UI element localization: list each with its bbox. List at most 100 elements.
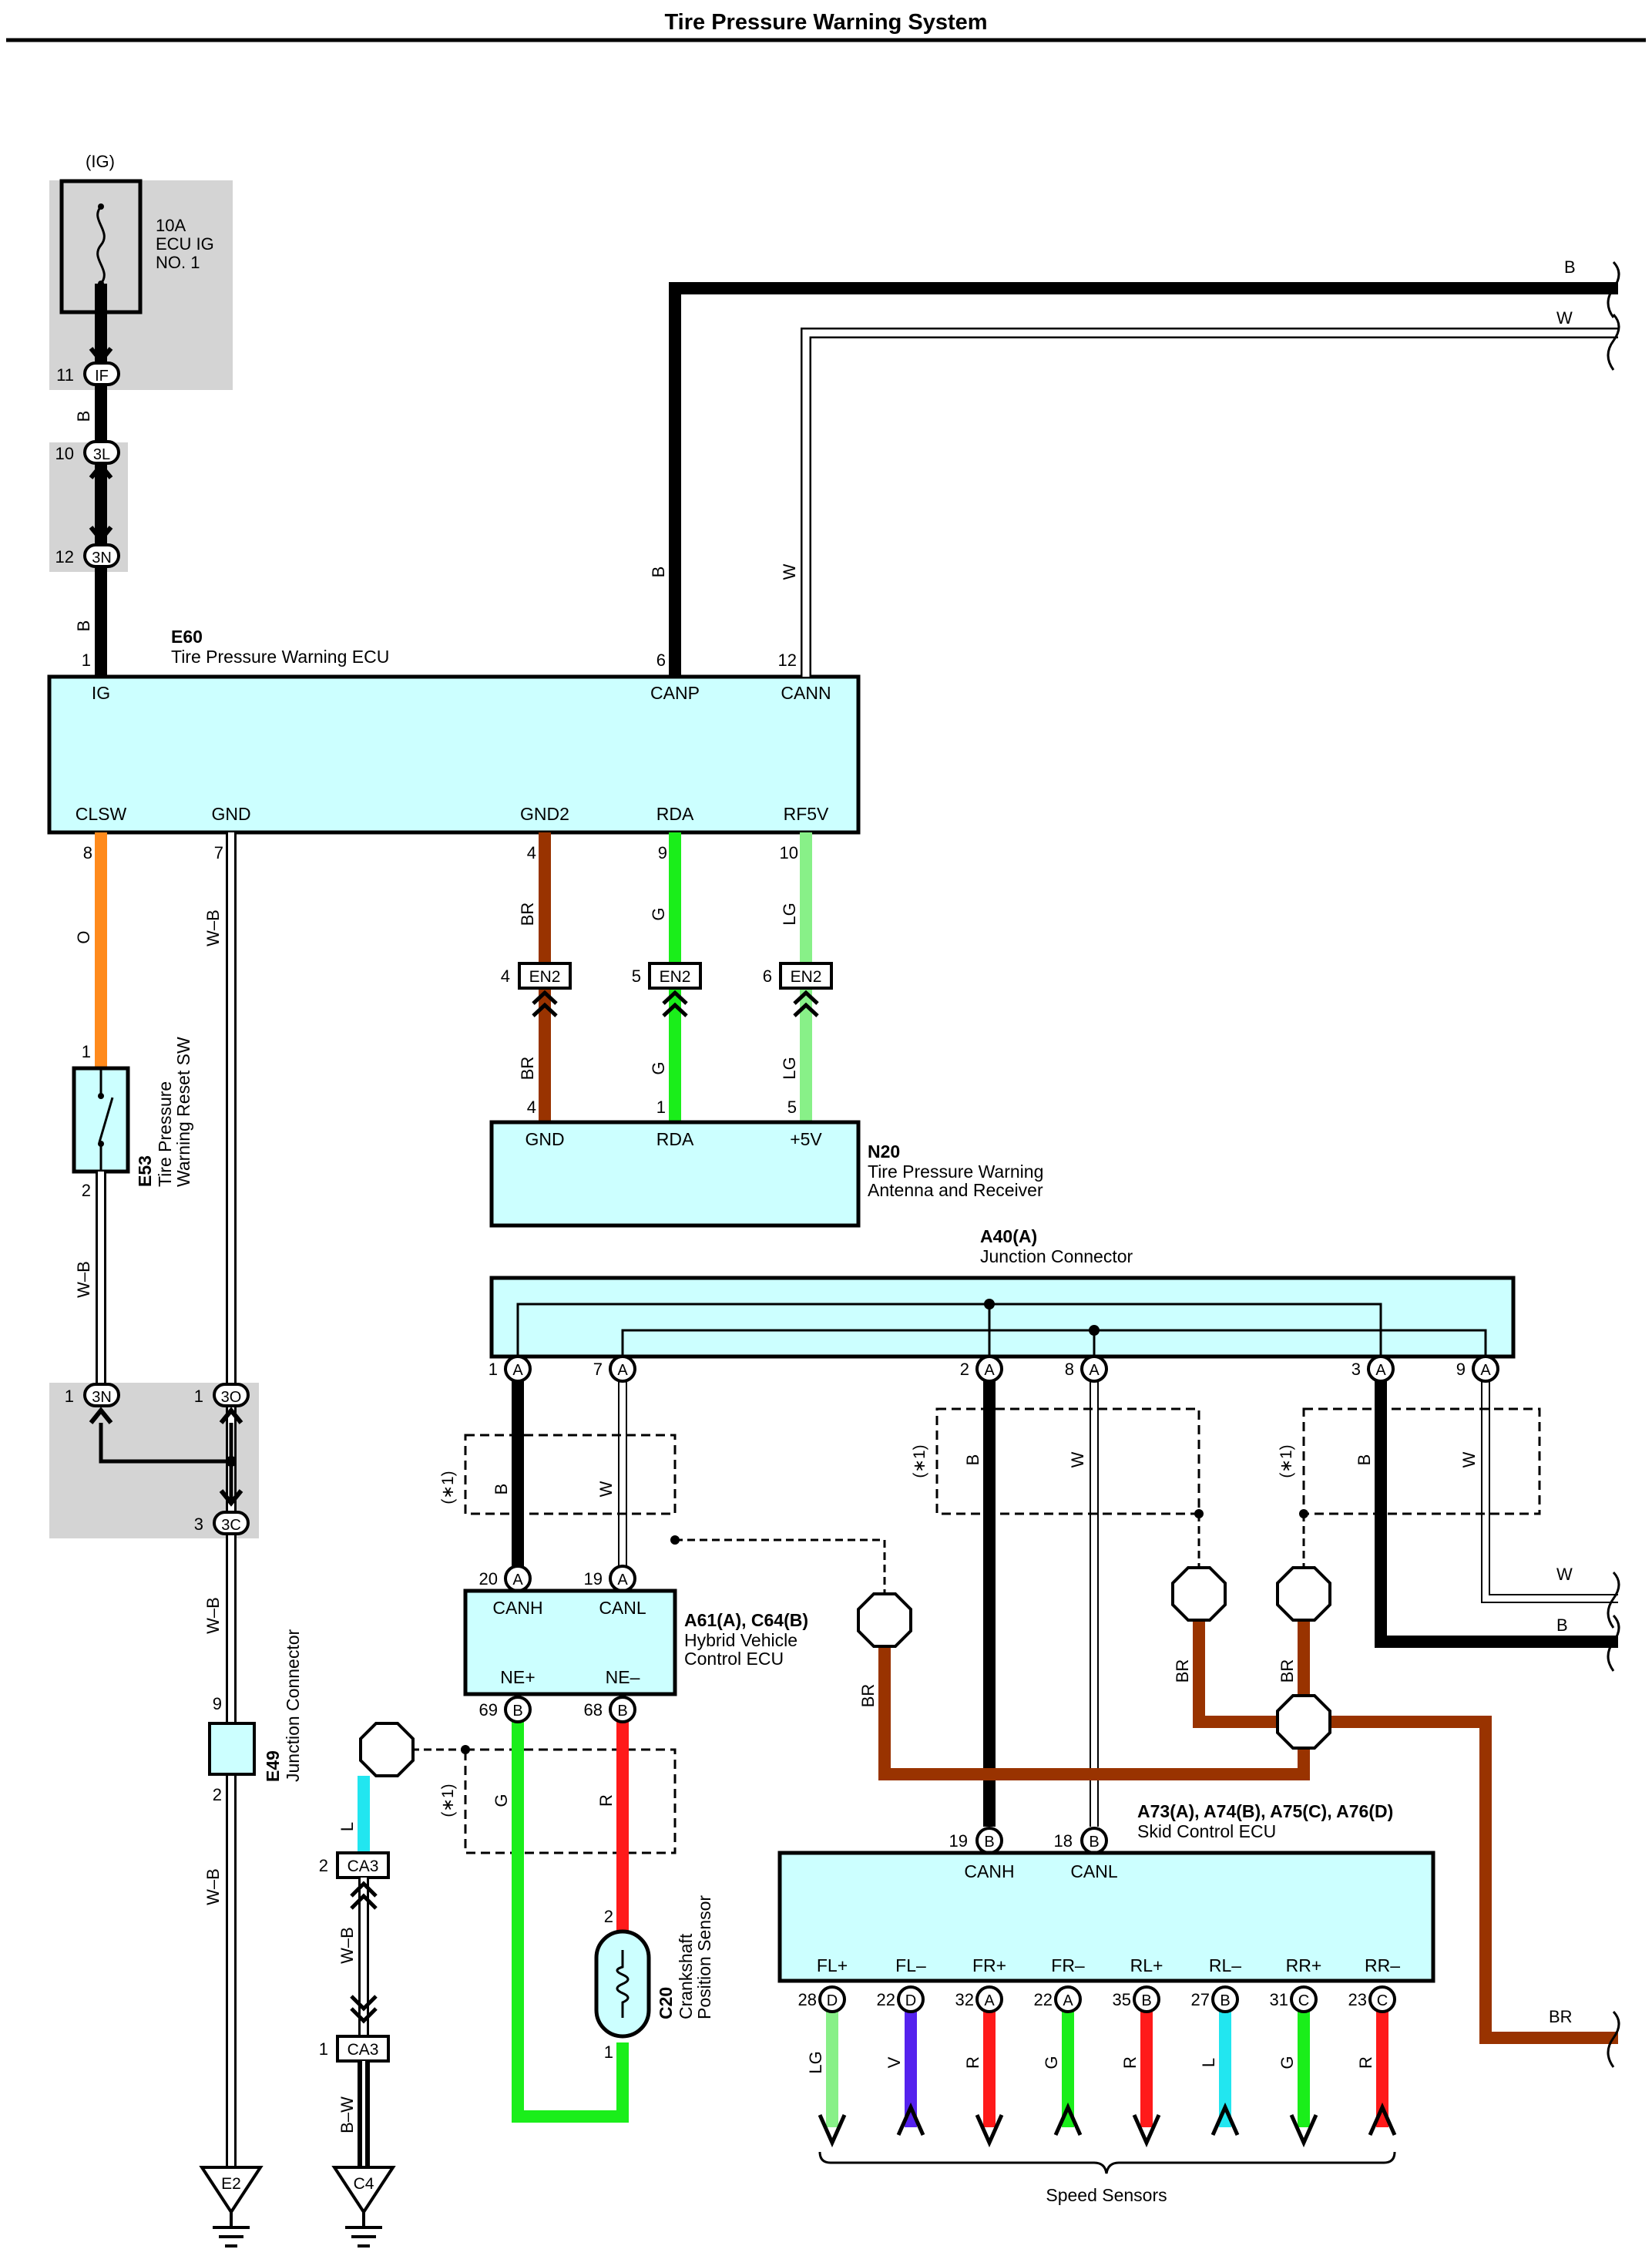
e60-pin: 9	[658, 843, 667, 862]
svg-text:CA3: CA3	[348, 1858, 379, 1875]
wire-label: W	[1556, 1565, 1573, 1584]
output-arrow-icon	[1289, 2113, 1318, 2148]
hv-pin-label: NE–	[606, 1667, 640, 1687]
svg-text:9: 9	[1456, 1360, 1466, 1379]
skid-pin-19: 19 B	[949, 1827, 1003, 1854]
skid-output-connector	[1368, 1985, 1396, 2013]
wire-label: L	[1199, 2058, 1218, 2067]
n20-pin-label: RDA	[656, 1129, 694, 1149]
a40-connector	[489, 1276, 1516, 1359]
shield-drain	[675, 1538, 886, 1594]
e60-pin: 10	[780, 843, 798, 862]
svg-text:IF: IF	[95, 368, 109, 385]
wire-label: B	[1556, 1615, 1568, 1635]
a40-pin-9: 9 A	[1456, 1355, 1499, 1383]
e60-pin-label: CANN	[781, 683, 831, 703]
wire-break-icon	[1607, 2010, 1620, 2068]
e60-pin: 6	[656, 651, 666, 670]
wire-canp-b	[669, 282, 1618, 677]
svg-text:1: 1	[319, 2039, 328, 2059]
svg-text:A: A	[1480, 1362, 1491, 1379]
e53-pin: 1	[82, 1042, 91, 1061]
wire-label: R	[1120, 2056, 1140, 2069]
wire-ne-g	[512, 1719, 629, 2123]
e53-switch-icon	[98, 1097, 114, 1143]
wire-shield-br	[1193, 1617, 1279, 1728]
splice-octagon	[359, 1722, 415, 1777]
skid-output-label: FR–	[1051, 1955, 1085, 1975]
svg-text:2: 2	[960, 1360, 969, 1379]
wire-label: R	[1356, 2056, 1375, 2069]
e53-code: E53	[135, 1155, 155, 1187]
a40-bus-canh	[516, 1303, 1382, 1369]
svg-text:B: B	[617, 1703, 627, 1720]
skid-name: Skid Control ECU	[1137, 1821, 1276, 1841]
hv-ecu	[463, 1589, 677, 1696]
svg-text:12: 12	[55, 547, 74, 566]
wire-label: LG	[780, 903, 799, 925]
wire-label: B	[74, 620, 93, 632]
svg-text:EN2: EN2	[660, 968, 691, 986]
a40-pin-1: 1 A	[489, 1355, 532, 1383]
skid-output-label: RL–	[1209, 1955, 1241, 1975]
n20-pin: 4	[527, 1098, 536, 1117]
hv-pin-20: 20 A	[479, 1565, 532, 1592]
svg-text:1: 1	[489, 1360, 498, 1379]
svg-text:4: 4	[501, 967, 510, 986]
connector-3c: 3C 3	[194, 1489, 250, 1535]
output-arrow-icon	[975, 2113, 1004, 2148]
svg-text:EN2: EN2	[529, 968, 561, 986]
svg-text:A: A	[512, 1362, 523, 1379]
skid-output-label: FR+	[972, 1955, 1006, 1975]
c20-pin: 1	[604, 2042, 613, 2062]
e60-pin: 7	[214, 843, 223, 862]
e60-pin-label: RDA	[656, 804, 694, 824]
svg-text:5: 5	[632, 967, 641, 986]
skid-output-pin: 31	[1270, 1990, 1288, 2009]
skid-output-connector-label: C	[1298, 1992, 1309, 2009]
ground-c4: C4	[331, 2166, 396, 2248]
wire-label: G	[1278, 2056, 1297, 2069]
e60-pin: 8	[83, 843, 92, 862]
svg-text:3O: 3O	[221, 1389, 242, 1406]
wire-label: B	[1355, 1454, 1374, 1466]
a40-pin-2: 2 A	[960, 1355, 1003, 1383]
wire-label: BR	[1549, 2007, 1573, 2026]
output-arrow-icon	[818, 2113, 847, 2148]
skid-output-connector	[1133, 1985, 1160, 2013]
svg-text:19: 19	[584, 1569, 603, 1589]
note-star1: (∗1)	[911, 1444, 928, 1478]
wire-break-icon	[1607, 261, 1620, 318]
wire-label: B	[649, 566, 668, 578]
skid-output-label: FL–	[895, 1955, 926, 1975]
wire-label: B	[963, 1454, 982, 1466]
wire-label: BR	[1278, 1659, 1297, 1683]
junction-wire	[99, 1423, 231, 1464]
wire-label: W	[1068, 1451, 1087, 1468]
e49-name: Junction Connector	[283, 1629, 303, 1782]
e60-code: E60	[171, 627, 203, 647]
skid-output-connector	[1211, 1985, 1239, 2013]
a40-bus-canl	[621, 1329, 1487, 1369]
n20-code: N20	[868, 1141, 900, 1162]
shield-box	[935, 1407, 1200, 1515]
connector-3n-b: 3N 1	[65, 1383, 120, 1424]
wire-label: G	[649, 907, 668, 920]
svg-text:3L: 3L	[93, 446, 110, 463]
e60-pin-label: GND	[211, 804, 250, 824]
n20-pin: 5	[787, 1098, 797, 1117]
fuse-name: ECU IG	[156, 234, 214, 254]
note-star1: (∗1)	[439, 1784, 457, 1817]
skid-pin-label: CANH	[964, 1861, 1014, 1881]
fuse-icon	[96, 206, 106, 284]
wire-cann-w	[802, 329, 1618, 677]
connector-en2-6: EN2 6	[763, 962, 833, 1017]
junction-dot	[1089, 1325, 1100, 1336]
svg-text:20: 20	[479, 1569, 498, 1589]
speed-sensors-label: Speed Sensors	[1046, 2185, 1167, 2205]
skid-output-pin: 22	[877, 1990, 895, 2009]
hv-code: A61(A), C64(B)	[684, 1610, 808, 1630]
svg-text:1: 1	[194, 1387, 203, 1406]
skid-output-connector-label: B	[1141, 1992, 1151, 2009]
c20-name: Crankshaft	[676, 1933, 696, 2019]
